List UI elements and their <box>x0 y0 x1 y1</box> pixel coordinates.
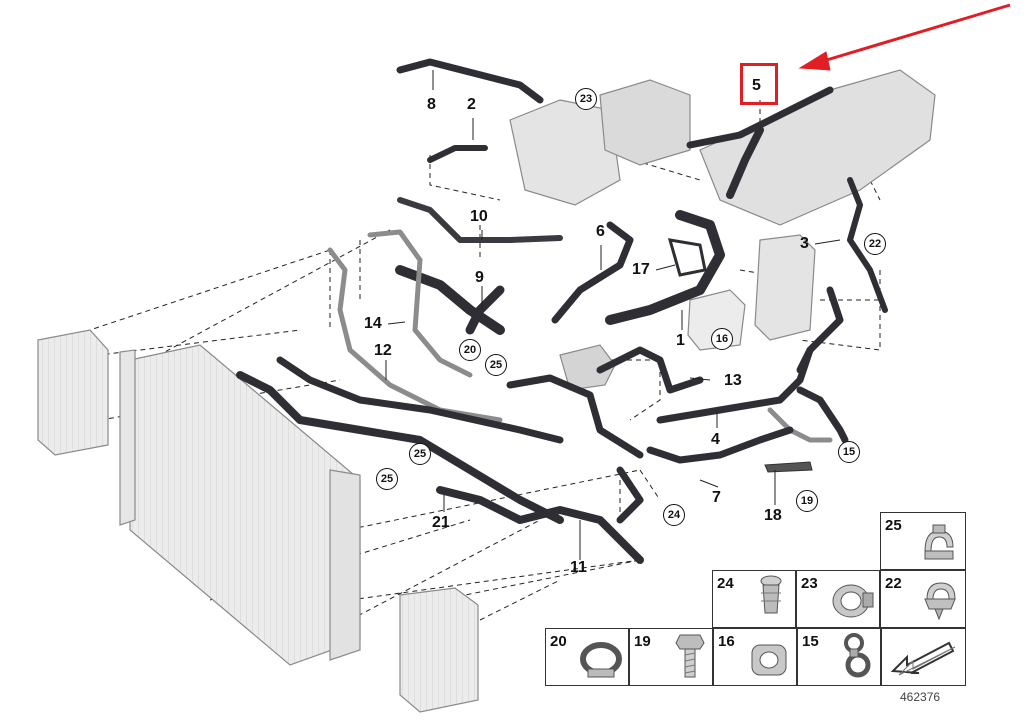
callout-25-a: 25 <box>485 354 507 376</box>
bolt-icon <box>675 634 705 678</box>
band-clamp-icon <box>580 642 622 678</box>
highlight-box-5 <box>740 63 778 105</box>
callout-2: 2 <box>467 96 476 113</box>
legend-label-25: 25 <box>885 517 902 534</box>
legend-label-20: 20 <box>550 633 567 650</box>
callout-7: 7 <box>712 489 721 506</box>
legend-cell-20: 20 <box>545 628 629 686</box>
push-rivet-icon <box>760 575 782 614</box>
legend-label-23: 23 <box>801 575 818 592</box>
callout-6: 6 <box>596 223 605 240</box>
callout-10: 10 <box>470 208 488 225</box>
legend-label-24: 24 <box>717 575 734 592</box>
callout-21: 21 <box>432 514 450 531</box>
clamp-25-icon <box>924 524 954 560</box>
legend-cell-25: 25 <box>880 512 966 570</box>
legend-label-15: 15 <box>802 633 819 650</box>
legend-label-22: 22 <box>885 575 902 592</box>
aux-radiator-bottom <box>399 587 479 713</box>
bracket-18 <box>764 461 813 473</box>
hoses <box>236 58 888 564</box>
callout-25-c: 25 <box>376 468 398 490</box>
legend-cell-arrow <box>881 628 966 686</box>
arrow-indicator-icon <box>890 641 956 676</box>
grommet-icon <box>751 644 787 676</box>
callout-3: 3 <box>800 235 809 252</box>
callout-9: 9 <box>475 269 484 286</box>
legend-cell-16: 16 <box>713 628 797 686</box>
callout-8: 8 <box>427 96 436 113</box>
callout-5: 5 <box>752 77 761 94</box>
legend-cell-19: 19 <box>629 628 713 686</box>
callout-1: 1 <box>676 332 685 349</box>
callout-18: 18 <box>764 507 782 524</box>
legend-cell-23: 23 <box>796 570 880 628</box>
legend-cell-22: 22 <box>880 570 966 628</box>
callout-11: 11 <box>570 559 587 576</box>
callout-4: 4 <box>711 431 720 448</box>
bracket-clip-icon <box>844 633 871 678</box>
callout-23: 23 <box>575 88 597 110</box>
main-radiator <box>119 344 361 666</box>
callout-12: 12 <box>374 342 392 359</box>
clip-holder-icon <box>924 582 956 621</box>
bracket-17 <box>667 238 707 277</box>
legend-cell-24: 24 <box>712 570 796 628</box>
callout-20: 20 <box>459 339 481 361</box>
callout-25-b: 25 <box>409 443 431 465</box>
expansion-tank <box>509 79 691 206</box>
callout-19: 19 <box>796 490 818 512</box>
callout-17: 17 <box>632 261 650 278</box>
callout-24: 24 <box>663 504 685 526</box>
highlight-arrow <box>798 3 1011 71</box>
callout-16: 16 <box>711 328 733 350</box>
legend-cell-15: 15 <box>797 628 881 686</box>
legend-label-19: 19 <box>634 633 651 650</box>
reservoir-right <box>687 234 816 351</box>
callout-13: 13 <box>724 372 742 389</box>
callout-22: 22 <box>864 233 886 255</box>
legend-label-16: 16 <box>718 633 735 650</box>
intake-manifold <box>699 69 936 226</box>
callout-14: 14 <box>364 315 382 332</box>
aux-radiator-left <box>37 329 109 456</box>
document-number: 462376 <box>900 690 941 704</box>
callout-15: 15 <box>838 441 860 463</box>
hose-clamp-icon <box>832 584 874 618</box>
